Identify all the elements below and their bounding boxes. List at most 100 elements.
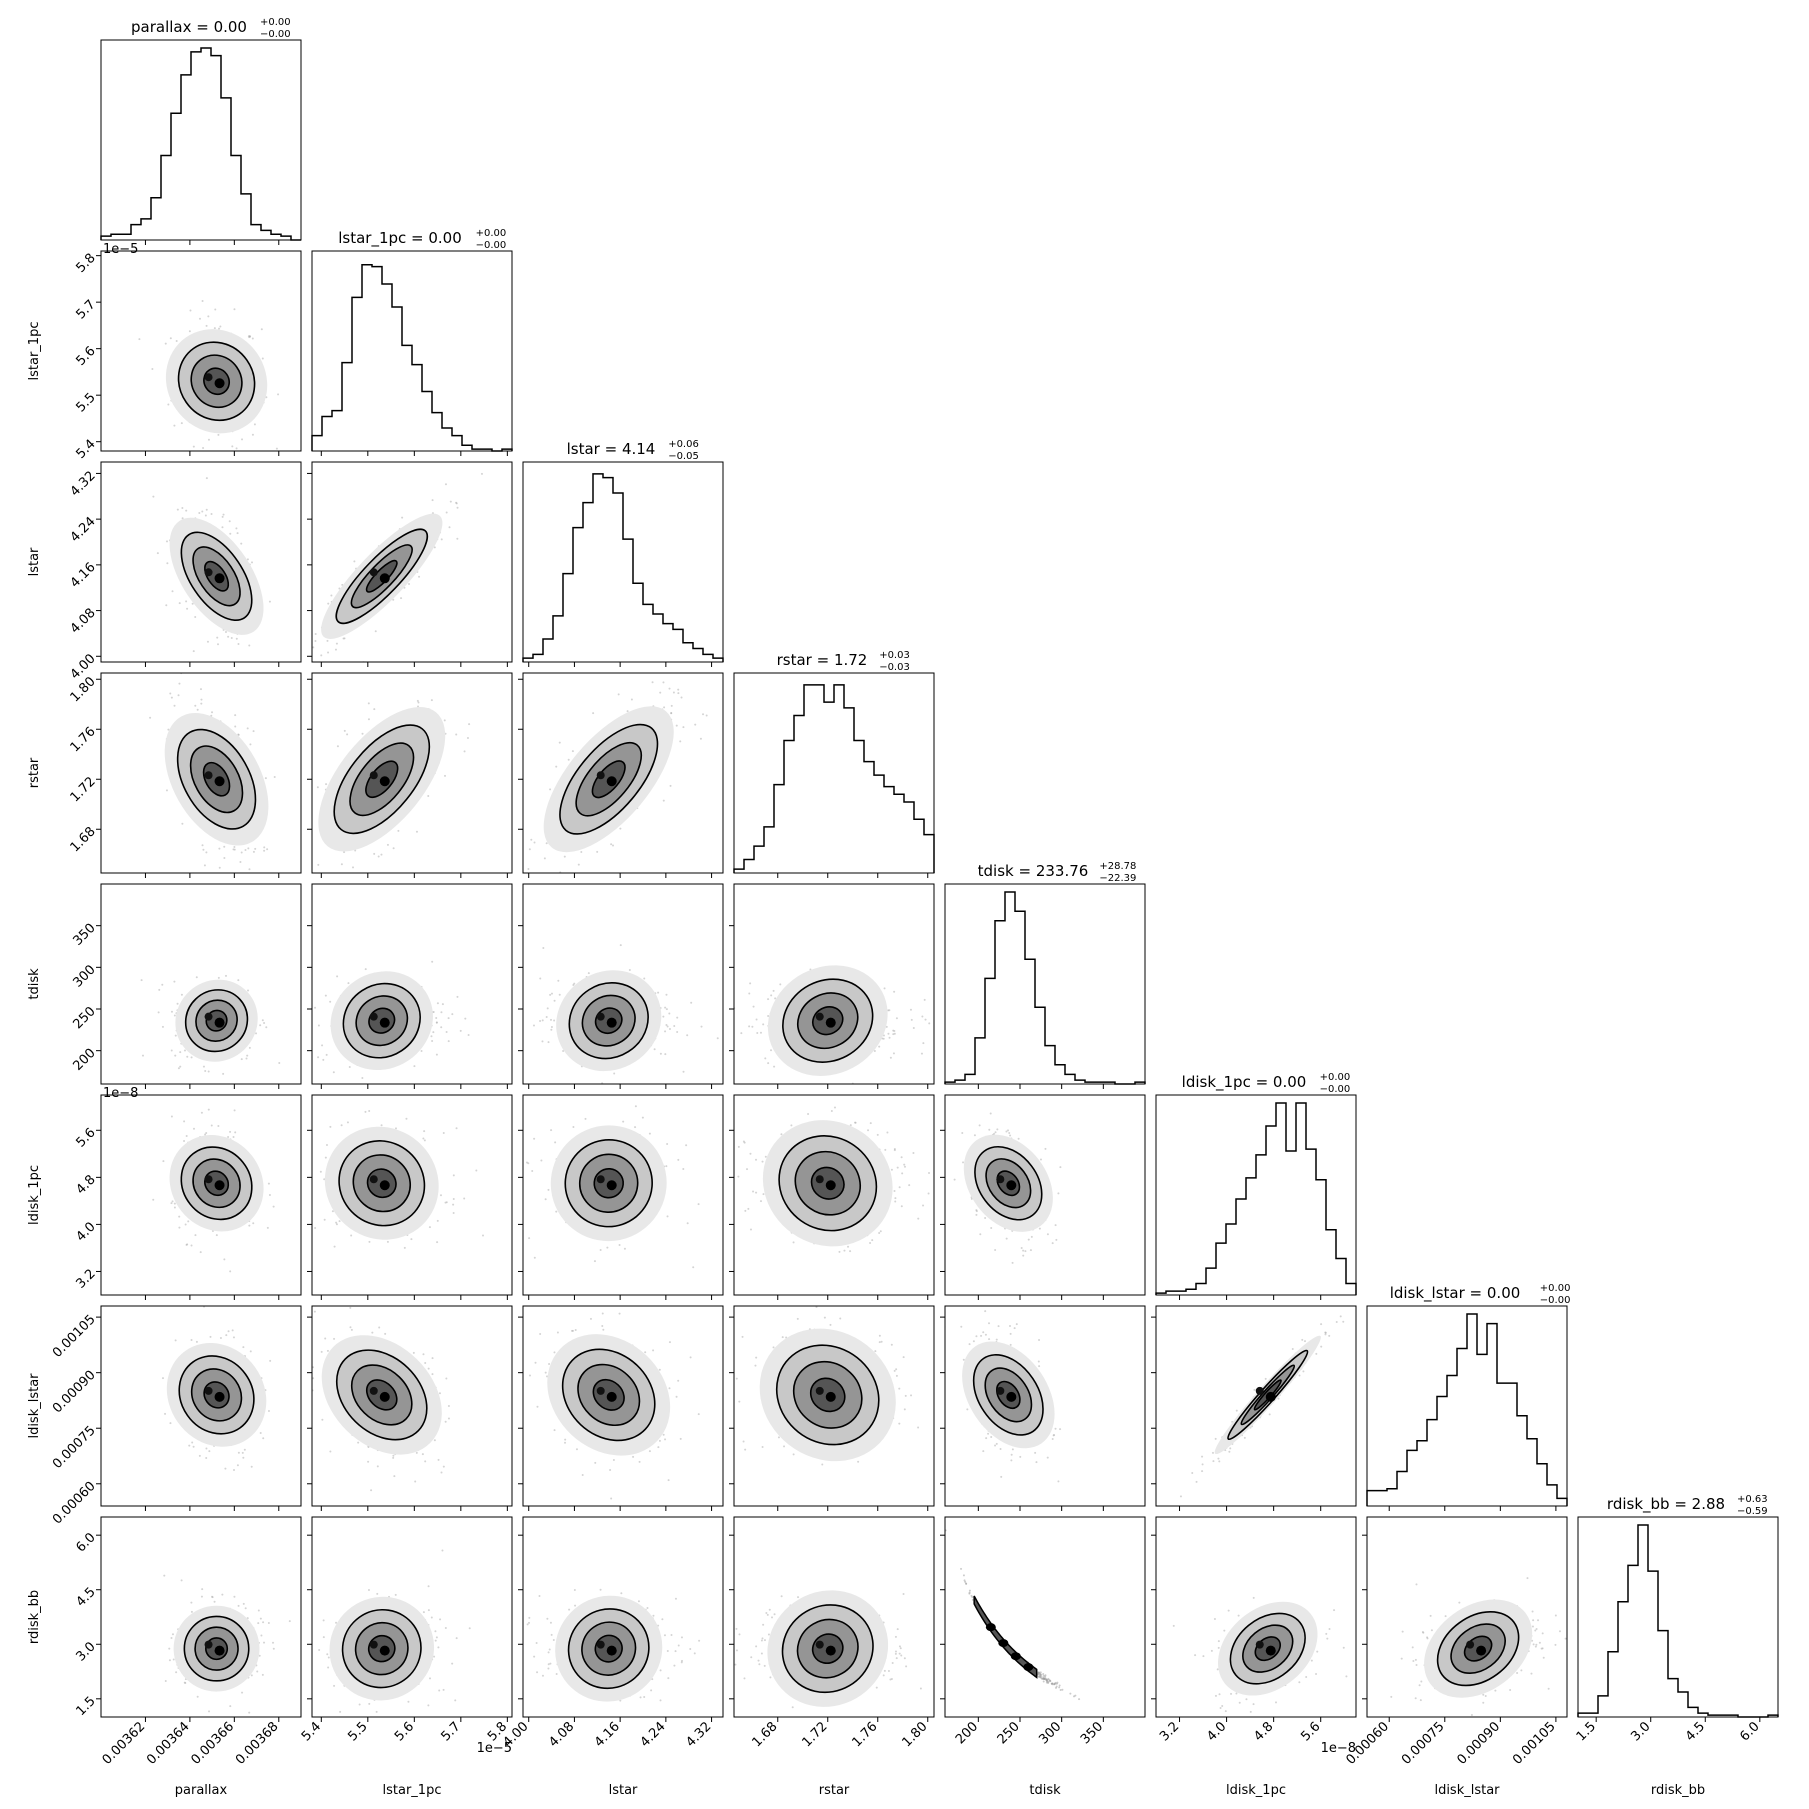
x-axis-label-lstar: lstar — [609, 1783, 638, 1798]
y-tick-label-tdisk: 300 — [70, 962, 98, 990]
x-tick-label-rdisk_bb: 1.5 — [1574, 1719, 1599, 1744]
panel-frame — [944, 1516, 1146, 1718]
panel-frame — [311, 250, 513, 452]
title-plus-ldisk_lstar: +0.00 — [1540, 1283, 1571, 1294]
panel-frame — [733, 1094, 935, 1296]
panel-ldisk_1pc-vs-lstar — [518, 1094, 724, 1300]
y-tick-label-ldisk_1pc: 5.6 — [73, 1125, 98, 1150]
x-tick-label-rdisk_bb: 3.0 — [1628, 1719, 1653, 1744]
title-plus-tdisk: +28.78 — [1099, 861, 1136, 872]
panel-frame — [100, 672, 302, 874]
x-axis-label-tdisk: tdisk — [1029, 1783, 1061, 1798]
histogram-ldisk_lstar — [1366, 1313, 1568, 1506]
density-rstar-vs-lstar — [527, 681, 708, 873]
panel-lstar-vs-parallax: 4.004.084.164.244.32 — [68, 461, 302, 682]
x-tick-label-rstar: 1.80 — [899, 1719, 930, 1750]
panels: parallax = 0.00+0.00−0.005.45.55.65.75.8… — [27, 17, 1779, 1798]
panel-frame — [100, 1516, 302, 1718]
density-ldisk_1pc-vs-rstar — [737, 1106, 931, 1253]
y-tick-label-ldisk_1pc: 4.8 — [73, 1172, 98, 1197]
title-minus-lstar_1pc: −0.00 — [476, 240, 507, 251]
x-axis-label-rstar: rstar — [819, 1783, 850, 1798]
x-tick-label-lstar_1pc: 5.6 — [392, 1719, 417, 1744]
y-tick-label-lstar: 4.32 — [68, 468, 99, 499]
density-ldisk_1pc-vs-parallax — [152, 1108, 275, 1273]
title-minus-rdisk_bb: −0.59 — [1737, 1506, 1768, 1517]
x-tick-label-parallax: 0.00366 — [189, 1719, 238, 1768]
title-plus-parallax: +0.00 — [260, 17, 291, 28]
x-axis-label-ldisk_lstar: ldisk_lstar — [1434, 1783, 1500, 1798]
panel-ldisk_1pc-vs-lstar_1pc — [307, 1094, 513, 1300]
panel-frame — [311, 1516, 513, 1718]
panel-rstar-vs-lstar_1pc — [307, 672, 513, 878]
title-ldisk_1pc: ldisk_1pc = 0.00 — [1182, 1073, 1307, 1092]
histogram-lstar_1pc — [311, 264, 513, 452]
density-rdisk_bb-vs-ldisk_1pc — [1172, 1596, 1348, 1713]
panel-frame — [100, 461, 302, 663]
panel-frame — [1577, 1516, 1779, 1718]
title-minus-parallax: −0.00 — [260, 29, 291, 40]
y-tick-label-lstar: 4.24 — [68, 514, 99, 545]
panel-ldisk_lstar-vs-rstar — [729, 1305, 935, 1511]
panel-frame — [733, 883, 935, 1085]
panel-tdisk-vs-rstar — [729, 883, 935, 1089]
panel-ldisk_lstar-vs-ldisk_lstar: ldisk_lstar = 0.00+0.00−0.00 — [1366, 1283, 1571, 1511]
x-tick-label-ldisk_1pc: 3.2 — [1157, 1719, 1182, 1744]
density-ldisk_lstar-vs-lstar — [528, 1312, 700, 1500]
y-tick-label-rdisk_bb: 4.5 — [73, 1585, 98, 1610]
title-lstar_1pc: lstar_1pc = 0.00 — [338, 229, 462, 248]
x-tick-label-lstar_1pc: 5.7 — [438, 1719, 463, 1744]
panel-frame — [1155, 1516, 1357, 1718]
title-plus-rdisk_bb: +0.63 — [1737, 1494, 1768, 1505]
y-axis-label-rstar: rstar — [27, 757, 42, 788]
x-offset-lstar_1pc: 1e−5 — [477, 1741, 512, 1756]
x-tick-label-rdisk_bb: 6.0 — [1737, 1719, 1762, 1744]
x-tick-label-ldisk_1pc: 4.0 — [1204, 1719, 1229, 1744]
panel-frame — [1366, 1516, 1568, 1718]
y-tick-label-tdisk: 200 — [70, 1046, 98, 1074]
y-tick-label-lstar: 4.08 — [68, 606, 99, 637]
panel-ldisk_lstar-vs-tdisk — [940, 1305, 1146, 1511]
x-tick-label-lstar: 4.16 — [592, 1719, 623, 1750]
density-lstar_1pc-vs-parallax — [138, 300, 280, 450]
density-ldisk_lstar-vs-lstar_1pc — [312, 1306, 450, 1492]
x-offset-ldisk_1pc: 1e−8 — [1321, 1741, 1356, 1756]
panel-frame — [522, 461, 724, 663]
x-tick-label-parallax: 0.00368 — [233, 1719, 282, 1768]
panel-frame — [944, 1305, 1146, 1507]
panel-frame — [100, 1094, 302, 1296]
title-minus-tdisk: −22.39 — [1099, 873, 1136, 884]
title-plus-rstar: +0.03 — [879, 650, 910, 661]
density-rstar-vs-parallax — [149, 673, 276, 871]
histogram-rstar — [733, 684, 935, 873]
density-rstar-vs-lstar_1pc — [316, 699, 471, 873]
title-minus-ldisk_1pc: −0.00 — [1320, 1084, 1351, 1095]
y-tick-label-ldisk_lstar: 0.00075 — [50, 1423, 99, 1472]
panel-frame — [311, 1094, 513, 1296]
panel-frame — [311, 1305, 513, 1507]
x-tick-label-rstar: 1.76 — [849, 1719, 880, 1750]
panel-parallax-vs-parallax: parallax = 0.00+0.00−0.00 — [100, 17, 302, 245]
panel-ldisk_1pc-vs-parallax: 3.24.04.85.6 — [73, 1094, 302, 1300]
y-tick-label-tdisk: 350 — [70, 921, 98, 949]
y-axis-label-ldisk_1pc: ldisk_1pc — [27, 1165, 42, 1225]
density-rdisk_bb-vs-lstar_1pc — [312, 1549, 471, 1713]
x-tick-label-lstar_1pc: 5.4 — [299, 1719, 324, 1744]
panel-ldisk_lstar-vs-lstar_1pc — [307, 1305, 513, 1511]
x-tick-label-rstar: 1.72 — [799, 1719, 830, 1750]
y-tick-label-lstar_1pc: 5.8 — [73, 251, 98, 276]
x-tick-label-ldisk_1pc: 4.8 — [1251, 1719, 1276, 1744]
y-offset-ldisk_1pc: 1e−8 — [103, 1086, 138, 1101]
x-axis-label-rdisk_bb: rdisk_bb — [1651, 1783, 1705, 1798]
y-tick-label-lstar_1pc: 5.4 — [73, 437, 98, 462]
panel-frame — [1366, 1305, 1568, 1507]
x-axis-label-ldisk_1pc: ldisk_1pc — [1226, 1783, 1286, 1798]
title-plus-lstar: +0.06 — [668, 439, 699, 450]
density-ldisk_lstar-vs-tdisk — [945, 1310, 1062, 1483]
histogram-ldisk_1pc — [1155, 1102, 1357, 1295]
